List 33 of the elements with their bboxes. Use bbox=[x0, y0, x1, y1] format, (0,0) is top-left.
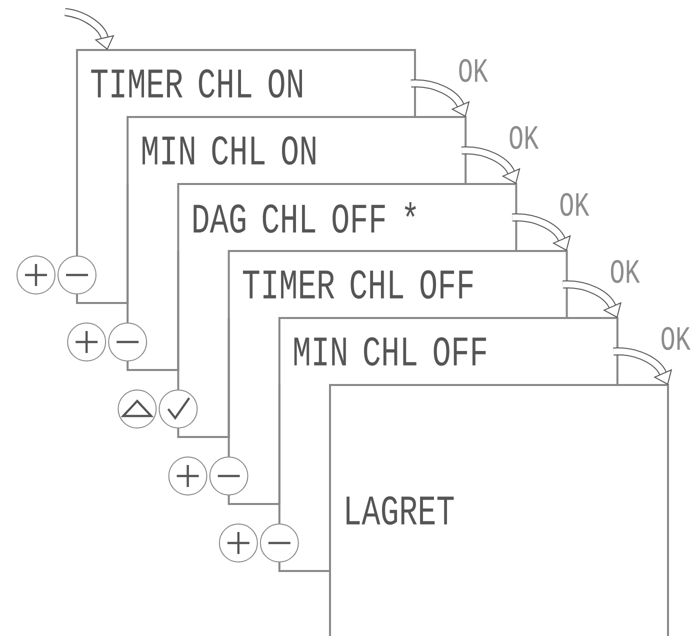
screen-card: MIN CHL OFF bbox=[278, 317, 618, 385]
edge-label: OK bbox=[510, 126, 539, 150]
minus-button-icon bbox=[108, 322, 148, 362]
curved-arrow bbox=[562, 280, 622, 318]
screen-card: DAG CHL OFF * bbox=[177, 183, 518, 251]
edge-label: OK bbox=[560, 192, 590, 216]
connector-line bbox=[228, 318, 230, 456]
curved-arrow bbox=[462, 146, 520, 184]
screen-card: TIMER CHL OFF bbox=[228, 250, 568, 318]
connector-line bbox=[278, 562, 330, 572]
screen-card: MIN CHL ON bbox=[126, 116, 467, 184]
connector-line bbox=[278, 385, 280, 524]
edge-label: OK bbox=[459, 58, 488, 82]
plus-button-icon bbox=[67, 322, 106, 362]
minus-button-icon bbox=[260, 524, 299, 562]
edge-label: OK bbox=[662, 326, 690, 350]
edge-label: OK bbox=[610, 260, 640, 284]
plus-button-icon bbox=[168, 456, 208, 496]
curved-arrow bbox=[410, 79, 470, 117]
connector-line bbox=[177, 251, 180, 390]
connector-line bbox=[76, 117, 78, 256]
curved-arrow bbox=[64, 8, 114, 50]
minus-button-icon bbox=[58, 256, 96, 294]
minus-button-icon bbox=[209, 456, 248, 496]
connector-line bbox=[126, 184, 129, 322]
up-button-icon bbox=[118, 390, 157, 428]
screen-card: LAGRET bbox=[329, 384, 669, 636]
plus-button-icon bbox=[218, 524, 258, 562]
screen-card: TIMER CHL ON bbox=[76, 49, 416, 117]
confirm-button-icon bbox=[158, 390, 198, 428]
plus-button-icon bbox=[16, 256, 56, 294]
curved-arrow bbox=[613, 347, 672, 385]
curved-arrow bbox=[512, 213, 571, 251]
